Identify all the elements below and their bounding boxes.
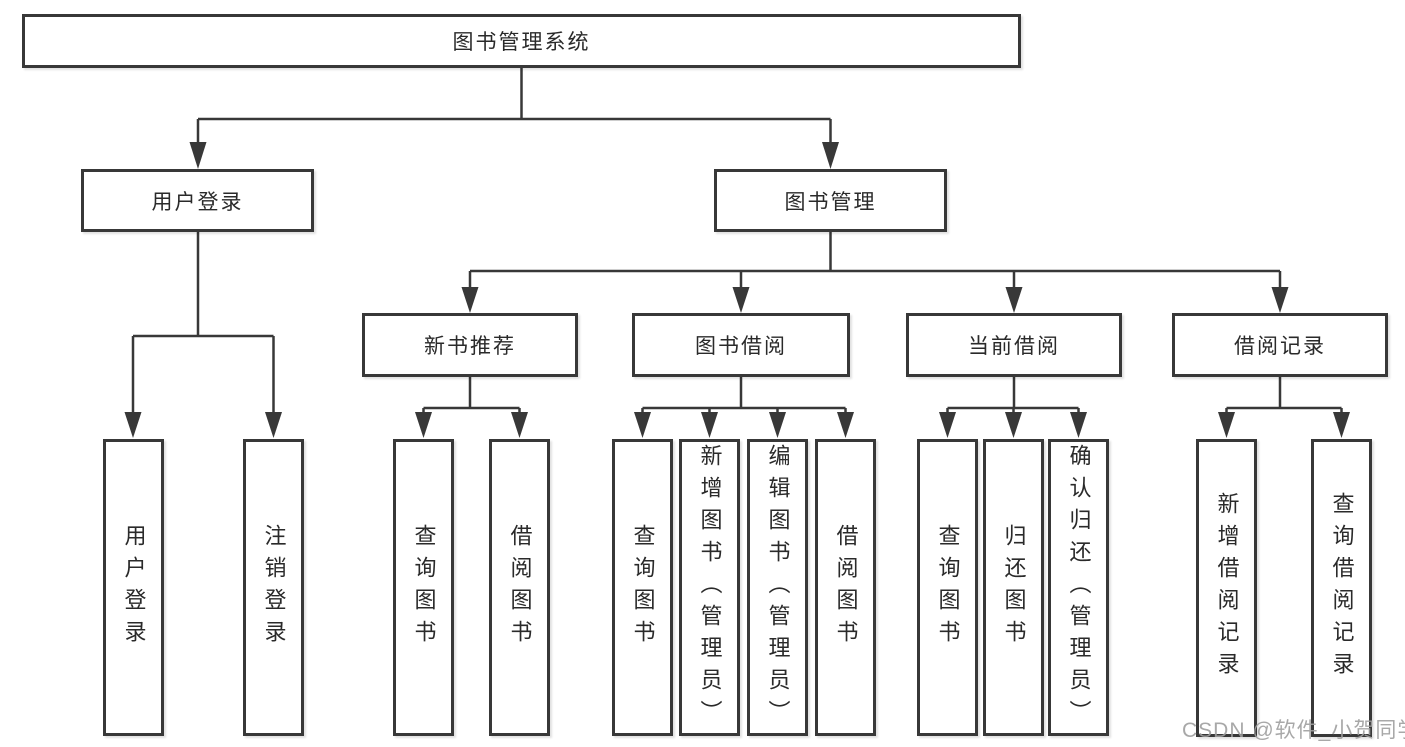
node-book-borrowing: 图书借阅 (632, 313, 850, 377)
node-user-login: 用户登录 (81, 169, 314, 232)
leaf-borrow-edit-books-admin: 编辑图书（管理员） (747, 439, 808, 736)
leaf-borrow-query-books: 查询图书 (612, 439, 673, 736)
leaf-borrow-add-books-admin: 新增图书（管理员） (679, 439, 740, 736)
node-book-management: 图书管理 (714, 169, 947, 232)
connector-current-to-leaves (939, 377, 1087, 438)
connector-login-to-leaves (124, 232, 282, 438)
node-library-management-system: 图书管理系统 (22, 14, 1021, 68)
node-new-book-recommend: 新书推荐 (362, 313, 578, 377)
leaf-current-confirm-return-admin: 确认归还（管理员） (1048, 439, 1109, 736)
leaf-borrow-borrow-books: 借阅图书 (815, 439, 876, 736)
node-borrowing-records: 借阅记录 (1172, 313, 1388, 377)
leaf-newbook-borrow-books: 借阅图书 (489, 439, 550, 736)
leaf-current-return-books: 归还图书 (983, 439, 1044, 736)
leaf-logout: 注销登录 (243, 439, 304, 736)
leaf-newbook-query-books: 查询图书 (393, 439, 454, 736)
leaf-records-query-record: 查询借阅记录 (1311, 439, 1372, 737)
csdn-watermark: CSDN @软件_小贺同学 (1182, 719, 1405, 742)
connector-root-to-level2 (189, 68, 839, 169)
connector-bookmgmt-to-level3 (461, 232, 1289, 313)
leaf-current-query-books: 查询图书 (917, 439, 978, 736)
connector-newbook-to-leaves (415, 377, 528, 438)
leaf-records-add-record: 新增借阅记录 (1196, 439, 1257, 737)
connector-borrow-to-leaves (634, 377, 854, 438)
connector-records-to-leaves (1218, 377, 1350, 438)
node-current-borrowing: 当前借阅 (906, 313, 1122, 377)
leaf-user-login: 用户登录 (103, 439, 164, 736)
